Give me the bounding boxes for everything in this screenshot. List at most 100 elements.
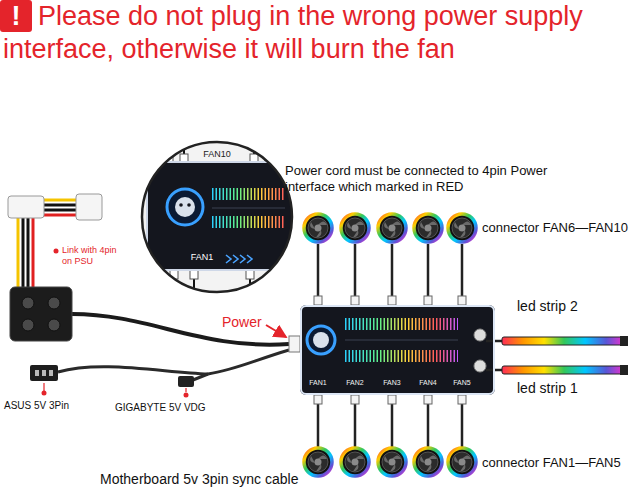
illustration-part bbox=[44, 214, 76, 217]
illustration-part bbox=[249, 279, 251, 295]
illustration-part bbox=[341, 448, 369, 476]
warning-icon bbox=[0, 0, 32, 32]
zoom-knob bbox=[167, 189, 203, 225]
illustration-part bbox=[246, 270, 254, 279]
zoom-equalizer bbox=[212, 188, 285, 200]
warning-mark: ! bbox=[0, 0, 32, 32]
illustration-part bbox=[424, 296, 432, 305]
callout-dot bbox=[54, 249, 59, 254]
power-arrow bbox=[266, 325, 286, 337]
zoom-circle-border bbox=[142, 142, 292, 292]
illustration-part bbox=[317, 403, 320, 447]
fan-plugs bbox=[314, 296, 466, 404]
psu-adapter bbox=[8, 194, 102, 288]
zoom-knob-face bbox=[175, 197, 195, 217]
illustration-part bbox=[44, 204, 76, 207]
illustration-part bbox=[184, 393, 189, 398]
led-strips bbox=[486, 336, 628, 375]
illustration-part bbox=[48, 297, 60, 309]
illustration-part bbox=[44, 209, 76, 212]
port-label: FAN3 bbox=[383, 379, 401, 387]
zoom-knob-eye bbox=[179, 203, 183, 207]
molex-connector bbox=[8, 196, 44, 218]
cable-name: Motherboard 5v 3pin sync cable bbox=[100, 471, 298, 488]
illustration-part bbox=[168, 140, 170, 156]
hub-equalizer bbox=[345, 318, 458, 330]
illustration-part bbox=[461, 244, 464, 297]
port-label: FAN10 bbox=[203, 149, 231, 160]
port-label: FAN5 bbox=[453, 379, 471, 387]
illustration-part bbox=[42, 391, 47, 396]
illustration-part bbox=[351, 395, 359, 404]
molex-connector bbox=[76, 194, 102, 220]
illustration-part bbox=[304, 448, 332, 476]
connector-label: connector FAN6—FAN10 bbox=[482, 220, 628, 236]
illustration-part bbox=[341, 214, 369, 242]
illustration-part bbox=[27, 218, 30, 288]
illustration-part bbox=[317, 244, 320, 297]
illustration-part bbox=[448, 448, 476, 476]
illustration-part bbox=[190, 270, 198, 279]
illustration-part bbox=[58, 367, 208, 374]
zoom-knob-eye bbox=[187, 203, 191, 207]
power-cable bbox=[72, 314, 289, 345]
molex-4pin bbox=[10, 287, 72, 341]
illustration-part bbox=[314, 296, 322, 305]
hub-zoom-circle: FAN10FAN1 bbox=[140, 140, 294, 294]
illustration-part bbox=[414, 214, 442, 242]
strip-label: led strip 1 bbox=[517, 380, 578, 397]
hub-knob-face bbox=[313, 332, 329, 348]
port-label: FAN2 bbox=[346, 379, 364, 387]
illustration-part bbox=[378, 448, 406, 476]
strip-port bbox=[474, 329, 486, 341]
power-note: Power cord must be connected to 4pin Pow… bbox=[285, 163, 585, 194]
zoom-chevrons bbox=[226, 255, 252, 263]
asus-connector bbox=[30, 365, 58, 396]
illustration-part bbox=[10, 287, 72, 341]
gigabyte-connector bbox=[178, 376, 194, 398]
illustration-part bbox=[42, 370, 46, 376]
hub-separator bbox=[345, 340, 458, 341]
hub-zoom-picture bbox=[140, 140, 295, 295]
connector-label: connector FAN1—FAN5 bbox=[482, 455, 621, 471]
illustration-part bbox=[424, 395, 432, 404]
strip-port bbox=[474, 360, 486, 372]
illustration-part bbox=[32, 218, 35, 288]
illustration-part bbox=[304, 214, 332, 242]
illustration-part bbox=[43, 383, 44, 391]
illustration-part bbox=[461, 403, 464, 447]
connector-name: GIGABYTE 5V VDG bbox=[115, 402, 206, 414]
fan-cables bbox=[318, 244, 462, 447]
zoom-hub-body bbox=[147, 162, 293, 270]
illustration-part bbox=[173, 279, 175, 295]
illustration-part bbox=[354, 403, 357, 447]
port-label: FAN1 bbox=[191, 252, 214, 263]
illustration-part bbox=[44, 199, 76, 202]
illustration-part bbox=[620, 336, 628, 346]
circle-outline bbox=[140, 140, 294, 294]
illustration-part bbox=[620, 365, 628, 375]
illustration-part bbox=[30, 365, 58, 381]
illustration-part bbox=[414, 448, 442, 476]
illustration-part bbox=[378, 214, 406, 242]
fan-hub: FAN1FAN2FAN3FAN4FAN5 bbox=[300, 305, 495, 395]
illustration-part bbox=[391, 403, 394, 447]
illustration-part bbox=[388, 296, 396, 305]
illustration-part bbox=[314, 395, 322, 404]
power-label: Power bbox=[222, 314, 262, 331]
zoom-separator bbox=[212, 208, 285, 209]
illustration-part bbox=[427, 403, 430, 447]
warning-title: Please do not plug in the wrong power su… bbox=[3, 0, 635, 66]
port-label: FAN1 bbox=[309, 379, 327, 387]
illustration-part bbox=[502, 366, 626, 374]
illustration-part bbox=[48, 319, 60, 331]
illustration-part bbox=[49, 370, 53, 376]
illustration-part bbox=[22, 319, 34, 331]
illustration-part bbox=[427, 244, 430, 297]
illustration-part bbox=[458, 395, 466, 404]
hub-equalizer bbox=[345, 350, 458, 362]
zoom-equalizer bbox=[212, 216, 285, 228]
illustration-part bbox=[17, 218, 20, 288]
